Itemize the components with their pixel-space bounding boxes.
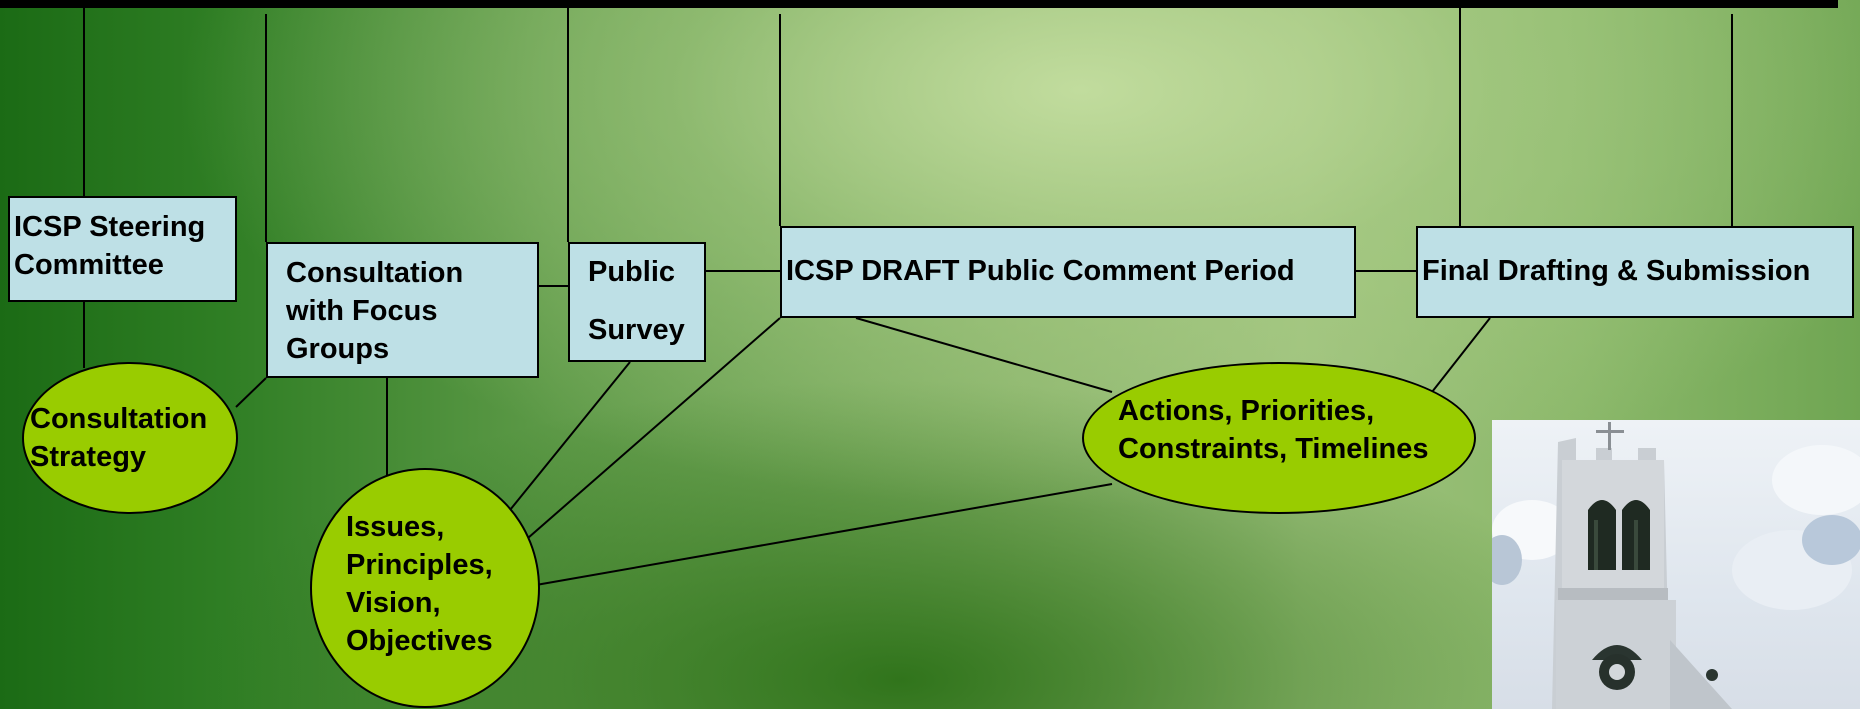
box-label: Final Drafting & Submission <box>1422 255 1811 287</box>
connector-line <box>1431 317 1491 393</box>
box-label: Public Survey <box>588 256 685 346</box>
box-final-drafting: Final Drafting & Submission <box>1416 226 1854 318</box>
connector-line <box>235 377 267 408</box>
connector-line <box>509 361 631 511</box>
box-steering-committee: ICSP Steering Committee <box>8 196 237 302</box>
box-public-survey: Public Survey <box>568 242 706 362</box>
oval-actions-priorities: Actions, Priorities, Constraints, Timeli… <box>1082 362 1476 514</box>
top-bar <box>0 0 1838 8</box>
box-label: ICSP Steering Committee <box>14 211 206 281</box>
connector-line <box>535 483 1113 586</box>
oval-label: Consultation Strategy <box>30 403 208 473</box>
oval-label: Issues, Principles, Vision, Objectives <box>346 511 493 657</box>
church-steeple-photo <box>1492 420 1860 709</box>
box-label: Consultation with Focus Groups <box>286 257 464 365</box>
box-focus-groups: Consultation with Focus Groups <box>266 242 539 378</box>
oval-label: Actions, Priorities, Constraints, Timeli… <box>1118 395 1429 465</box>
connector-line <box>855 317 1113 393</box>
oval-issues-principles: Issues, Principles, Vision, Objectives <box>310 468 540 708</box>
box-draft-comment-period: ICSP DRAFT Public Comment Period <box>780 226 1356 318</box>
oval-consultation-strategy: Consultation Strategy <box>22 362 238 514</box>
connector-line <box>527 317 781 539</box>
steeple-illustration <box>1492 422 1860 709</box>
box-label: ICSP DRAFT Public Comment Period <box>786 255 1295 287</box>
